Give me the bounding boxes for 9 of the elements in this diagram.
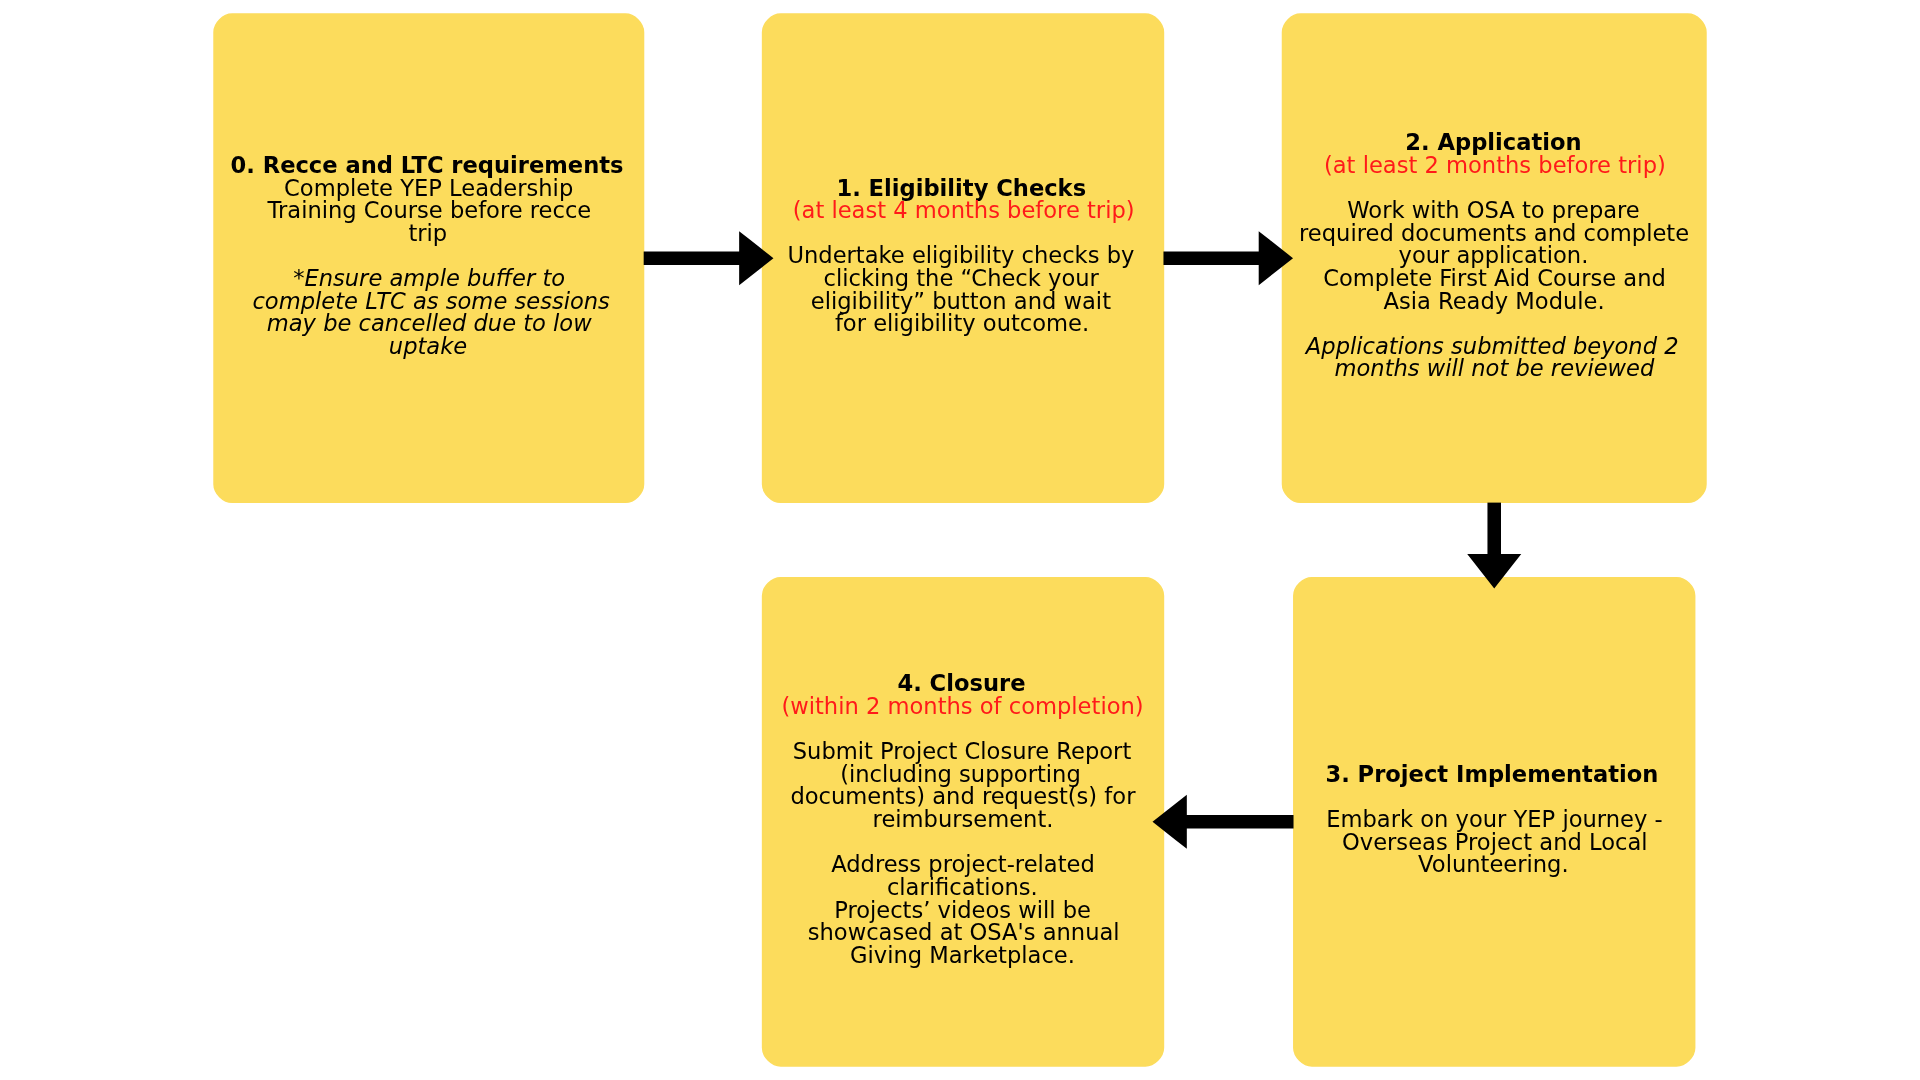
node-box: 0. Recce and LTC requirements Complete YEP Leadership Training Course before recce trip *Ensure ample buffer to complete LTC as some sessions may be cancelled due to low uptake	[213, 13, 645, 504]
node-box: 2. Application (at least 2 months before trip) Work with OSA to prepare required documents and complete your application. Complete First Aid Course and Asia Ready Module. Applications submitted beyond 2 months will not be reviewed	[1281, 13, 1707, 504]
arrow	[643, 231, 774, 286]
arrow	[1467, 502, 1522, 589]
arrow	[1163, 231, 1293, 286]
arrow	[1152, 794, 1294, 849]
node-box: 1. Eligibility Checks (at least 4 months before trip) Undertake eligibility checks by clicking the “Check your eligibility” button and wait for eligibility outcome.	[761, 13, 1165, 504]
node-box: 4. Closure (within 2 months of completion) Submit Project Closure Report (including supporting documents) and request(s) for reimbursement. Address project-related clarifications. Projects’ videos will be showcased at OSA's annual Giving Marketplace.	[761, 576, 1165, 1067]
node-box: 3. Project Implementation Embark on your YEP journey - Overseas Project and Local Volunteering.	[1293, 576, 1696, 1067]
